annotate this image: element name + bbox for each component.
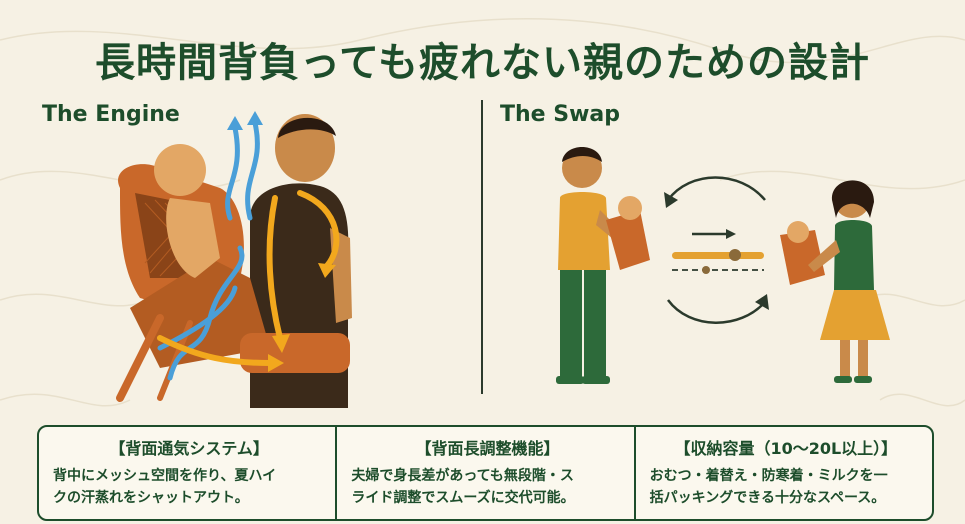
feature-line: 括パッキングできる十分なスペース。	[649, 490, 886, 506]
engine-illustration	[116, 111, 352, 408]
feature-back-length: 【背面長調整機能】 夫婦で身長差があっても無段階・ス ライド調整でスムーズに交代…	[337, 427, 636, 519]
feature-description: 夫婦で身長差があっても無段階・ス ライド調整でスムーズに交代可能。	[351, 465, 623, 509]
dad-figure	[556, 147, 650, 384]
feature-line: 背中にメッシュ空間を作り、夏ハイ	[53, 468, 277, 484]
back-length-slider-graphic	[672, 229, 764, 274]
feature-line: クの汗蒸れをシャットアウト。	[53, 490, 249, 506]
feature-line: おむつ・着替え・防寒着・ミルクを一	[649, 468, 888, 484]
swap-cycle-arrows	[666, 176, 766, 324]
feature-line: 夫婦で身長差があっても無段階・ス	[351, 468, 574, 484]
heat-arrows	[157, 190, 340, 366]
feature-heading: 【背面通気システム】	[109, 439, 269, 458]
section-label-engine: The Engine	[42, 102, 180, 127]
swap-illustration	[556, 147, 890, 384]
mom-figure	[780, 180, 890, 383]
feature-description: 背中にメッシュ空間を作り、夏ハイ クの汗蒸れをシャットアウト。	[53, 465, 325, 509]
baby-figure	[154, 144, 220, 278]
feature-description: おむつ・着替え・防寒着・ミルクを一 括パッキングできる十分なスペース。	[650, 465, 922, 509]
feature-heading: 【収納容量（10〜20L以上）】	[674, 439, 898, 458]
feature-heading: 【背面長調整機能】	[415, 439, 560, 458]
page-title: 長時間背負っても疲れない親のための設計	[95, 40, 870, 86]
feature-line: ライド調整でスムーズに交代可能。	[351, 490, 575, 506]
section-divider	[481, 100, 483, 394]
feature-panel: 【背面通気システム】 背中にメッシュ空間を作り、夏ハイ クの汗蒸れをシャットアウ…	[37, 425, 934, 521]
section-label-swap: The Swap	[500, 102, 621, 127]
feature-ventilation: 【背面通気システム】 背中にメッシュ空間を作り、夏ハイ クの汗蒸れをシャットアウ…	[39, 427, 338, 519]
feature-storage: 【収納容量（10〜20L以上）】 おむつ・着替え・防寒着・ミルクを一 括パッキン…	[636, 427, 932, 519]
